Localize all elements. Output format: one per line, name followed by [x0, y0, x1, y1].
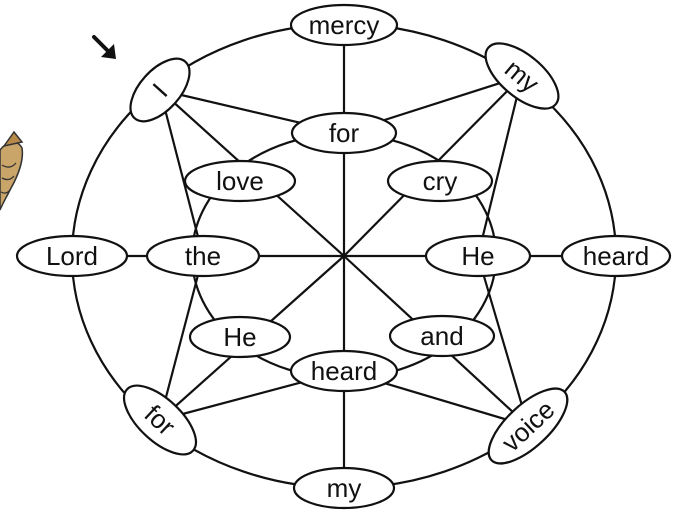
word-inner-bottom-left-label: He [223, 322, 256, 352]
word-bottom: my [294, 468, 394, 508]
word-bottom-label: my [327, 473, 362, 503]
word-inner-right: He [426, 236, 530, 276]
word-bottom-right: voice [477, 377, 579, 476]
word-top-left: I [120, 48, 201, 131]
word-inner-top-left-label: love [216, 166, 264, 196]
word-inner-bottom: heard [291, 351, 397, 391]
word-inner-top-left: love [185, 161, 295, 201]
word-left-label: Lord [46, 241, 98, 271]
word-inner-right-label: He [461, 241, 494, 271]
word-inner-top: for [292, 113, 396, 153]
word-inner-left-label: the [185, 241, 221, 271]
word-inner-bottom-right-label: and [420, 321, 463, 351]
word-inner-bottom-left: He [190, 317, 290, 357]
word-left: Lord [17, 236, 127, 276]
word-inner-top-right-label: cry [423, 166, 458, 196]
word-top-right: my [475, 32, 569, 121]
word-right: heard [562, 236, 670, 276]
word-top: mercy [291, 5, 397, 45]
partial-character-illustration [0, 132, 22, 210]
word-right-label: heard [583, 241, 650, 271]
word-inner-left: the [147, 236, 259, 276]
word-inner-bottom-label: heard [311, 356, 378, 386]
word-top-label: mercy [309, 10, 380, 40]
word-inner-bottom-right: and [390, 316, 494, 356]
arrow-down-right-icon [94, 37, 116, 59]
word-inner-top-right: cry [388, 161, 492, 201]
word-inner-top-label: for [329, 118, 360, 148]
word-bottom-left: for [113, 374, 207, 466]
